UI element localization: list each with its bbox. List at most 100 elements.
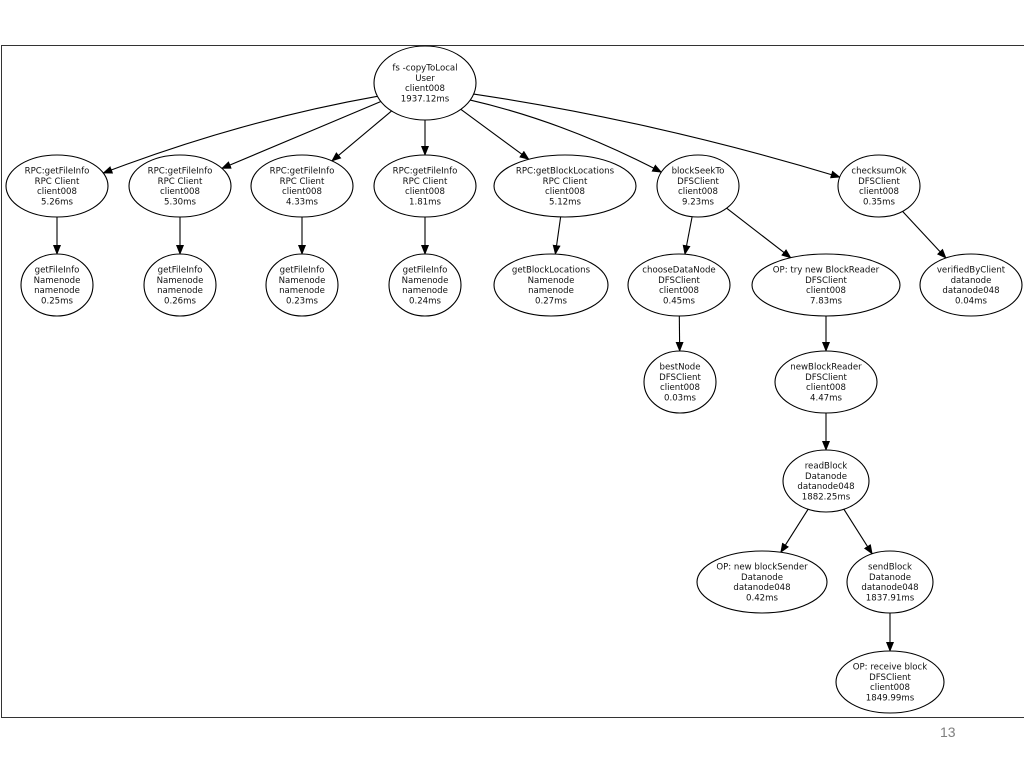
node-ellipse bbox=[493, 154, 637, 218]
node-ellipse bbox=[696, 550, 828, 614]
node-label-line: 7.83ms bbox=[810, 296, 843, 306]
node-label-line: datanode048 bbox=[797, 482, 854, 492]
node-label-line: 0.26ms bbox=[164, 296, 197, 306]
node-label-line: DFSClient bbox=[858, 177, 900, 187]
node-label-line: Namenode bbox=[279, 276, 326, 286]
node-label-line: 4.33ms bbox=[286, 197, 319, 207]
node-optry[interactable]: OP: try new BlockReaderDFSClientclient00… bbox=[751, 253, 901, 317]
node-label-line: getFileInfo bbox=[35, 266, 80, 276]
node-label-line: RPC:getFileInfo bbox=[25, 167, 90, 177]
node-label-line: client008 bbox=[545, 187, 585, 197]
node-label-line: namenode bbox=[402, 286, 448, 296]
edge-copy-to-rpc3 bbox=[331, 110, 392, 162]
node-label-line: namenode bbox=[34, 286, 80, 296]
node-label-line: User bbox=[415, 74, 435, 84]
node-ellipse bbox=[919, 253, 1023, 317]
node-label-line: DFSClient bbox=[677, 177, 719, 187]
node-label-line: client008 bbox=[859, 187, 899, 197]
node-label-line: RPC:getFileInfo bbox=[393, 167, 458, 177]
edge-copy-to-rpc2 bbox=[221, 101, 382, 169]
node-label-line: getBlockLocations bbox=[512, 266, 591, 276]
node-label-line: 1849.99ms bbox=[866, 693, 915, 703]
node-label-line: Namenode bbox=[402, 276, 449, 286]
edge-chk-to-vbc bbox=[902, 210, 947, 259]
node-ellipse bbox=[373, 154, 477, 218]
node-label-line: RPC Client bbox=[403, 177, 448, 187]
node-label-line: DFSClient bbox=[869, 673, 911, 683]
node-ellipse bbox=[774, 350, 878, 414]
node-label-line: client008 bbox=[660, 383, 700, 393]
node-label-line: client008 bbox=[678, 187, 718, 197]
edge-rb-to-opsend bbox=[780, 508, 809, 554]
node-label-line: getFileInfo bbox=[403, 266, 448, 276]
node-ellipse bbox=[265, 253, 339, 317]
node-label-line: client008 bbox=[405, 84, 445, 94]
node-label-line: checksumOk bbox=[851, 167, 906, 177]
node-label-line: 5.12ms bbox=[549, 197, 582, 207]
node-label-line: RPC Client bbox=[158, 177, 203, 187]
node-label-line: client008 bbox=[405, 187, 445, 197]
node-label-line: datanode bbox=[951, 276, 992, 286]
node-label-line: 0.04ms bbox=[955, 296, 988, 306]
edge-rpcbl-to-gbl bbox=[552, 216, 562, 256]
node-label-line: 0.24ms bbox=[409, 296, 442, 306]
node-label-line: 0.23ms bbox=[286, 296, 319, 306]
node-ellipse bbox=[143, 253, 217, 317]
node-label-line: 0.42ms bbox=[746, 593, 779, 603]
node-ellipse bbox=[782, 449, 870, 513]
node-label-line: 0.45ms bbox=[663, 296, 696, 306]
edge-rb-to-sb bbox=[843, 508, 873, 555]
edge-seek-to-cdn bbox=[682, 216, 693, 256]
node-ellipse bbox=[5, 154, 109, 218]
edge-copy-to-chk bbox=[473, 93, 841, 179]
node-label-line: OP: try new BlockReader bbox=[773, 266, 880, 276]
node-label-line: RPC:getFileInfo bbox=[270, 167, 335, 177]
node-ellipse bbox=[627, 253, 731, 317]
node-opsend[interactable]: OP: new blockSenderDatanodedatanode0480.… bbox=[696, 550, 828, 614]
node-oprecv[interactable]: OP: receive blockDFSClientclient0081849.… bbox=[835, 650, 945, 714]
node-label-line: client008 bbox=[37, 187, 77, 197]
node-label-line: readBlock bbox=[805, 462, 848, 472]
node-label-line: client008 bbox=[806, 286, 846, 296]
node-label-line: namenode bbox=[528, 286, 574, 296]
node-label-line: newBlockReader bbox=[790, 363, 862, 373]
node-label-line: DFSClient bbox=[805, 276, 847, 286]
node-label-line: OP: receive block bbox=[853, 663, 928, 673]
node-label-line: RPC Client bbox=[280, 177, 325, 187]
edge-seek-to-optry bbox=[726, 207, 792, 259]
node-ellipse bbox=[835, 650, 945, 714]
node-label-line: 1837.91ms bbox=[866, 593, 915, 603]
node-label-line: datanode048 bbox=[861, 583, 918, 593]
edge-copy-to-rpc1 bbox=[102, 95, 378, 174]
node-label-line: Datanode bbox=[869, 573, 911, 583]
node-label-line: RPC:getBlockLocations bbox=[516, 167, 615, 177]
edge-copy-to-seek bbox=[470, 99, 663, 173]
node-label-line: Datanode bbox=[741, 573, 783, 583]
node-label-line: client008 bbox=[659, 286, 699, 296]
node-label-line: 0.35ms bbox=[863, 197, 896, 207]
node-label-line: 0.27ms bbox=[535, 296, 568, 306]
node-label-line: OP: new blockSender bbox=[716, 563, 808, 573]
nodes: fs -copyToLocalUserclient0081937.12msRPC… bbox=[5, 45, 1023, 714]
node-vbc[interactable]: verifiedByClientdatanodedatanode0480.04m… bbox=[919, 253, 1023, 317]
node-ellipse bbox=[846, 550, 934, 614]
node-label-line: RPC Client bbox=[543, 177, 588, 187]
